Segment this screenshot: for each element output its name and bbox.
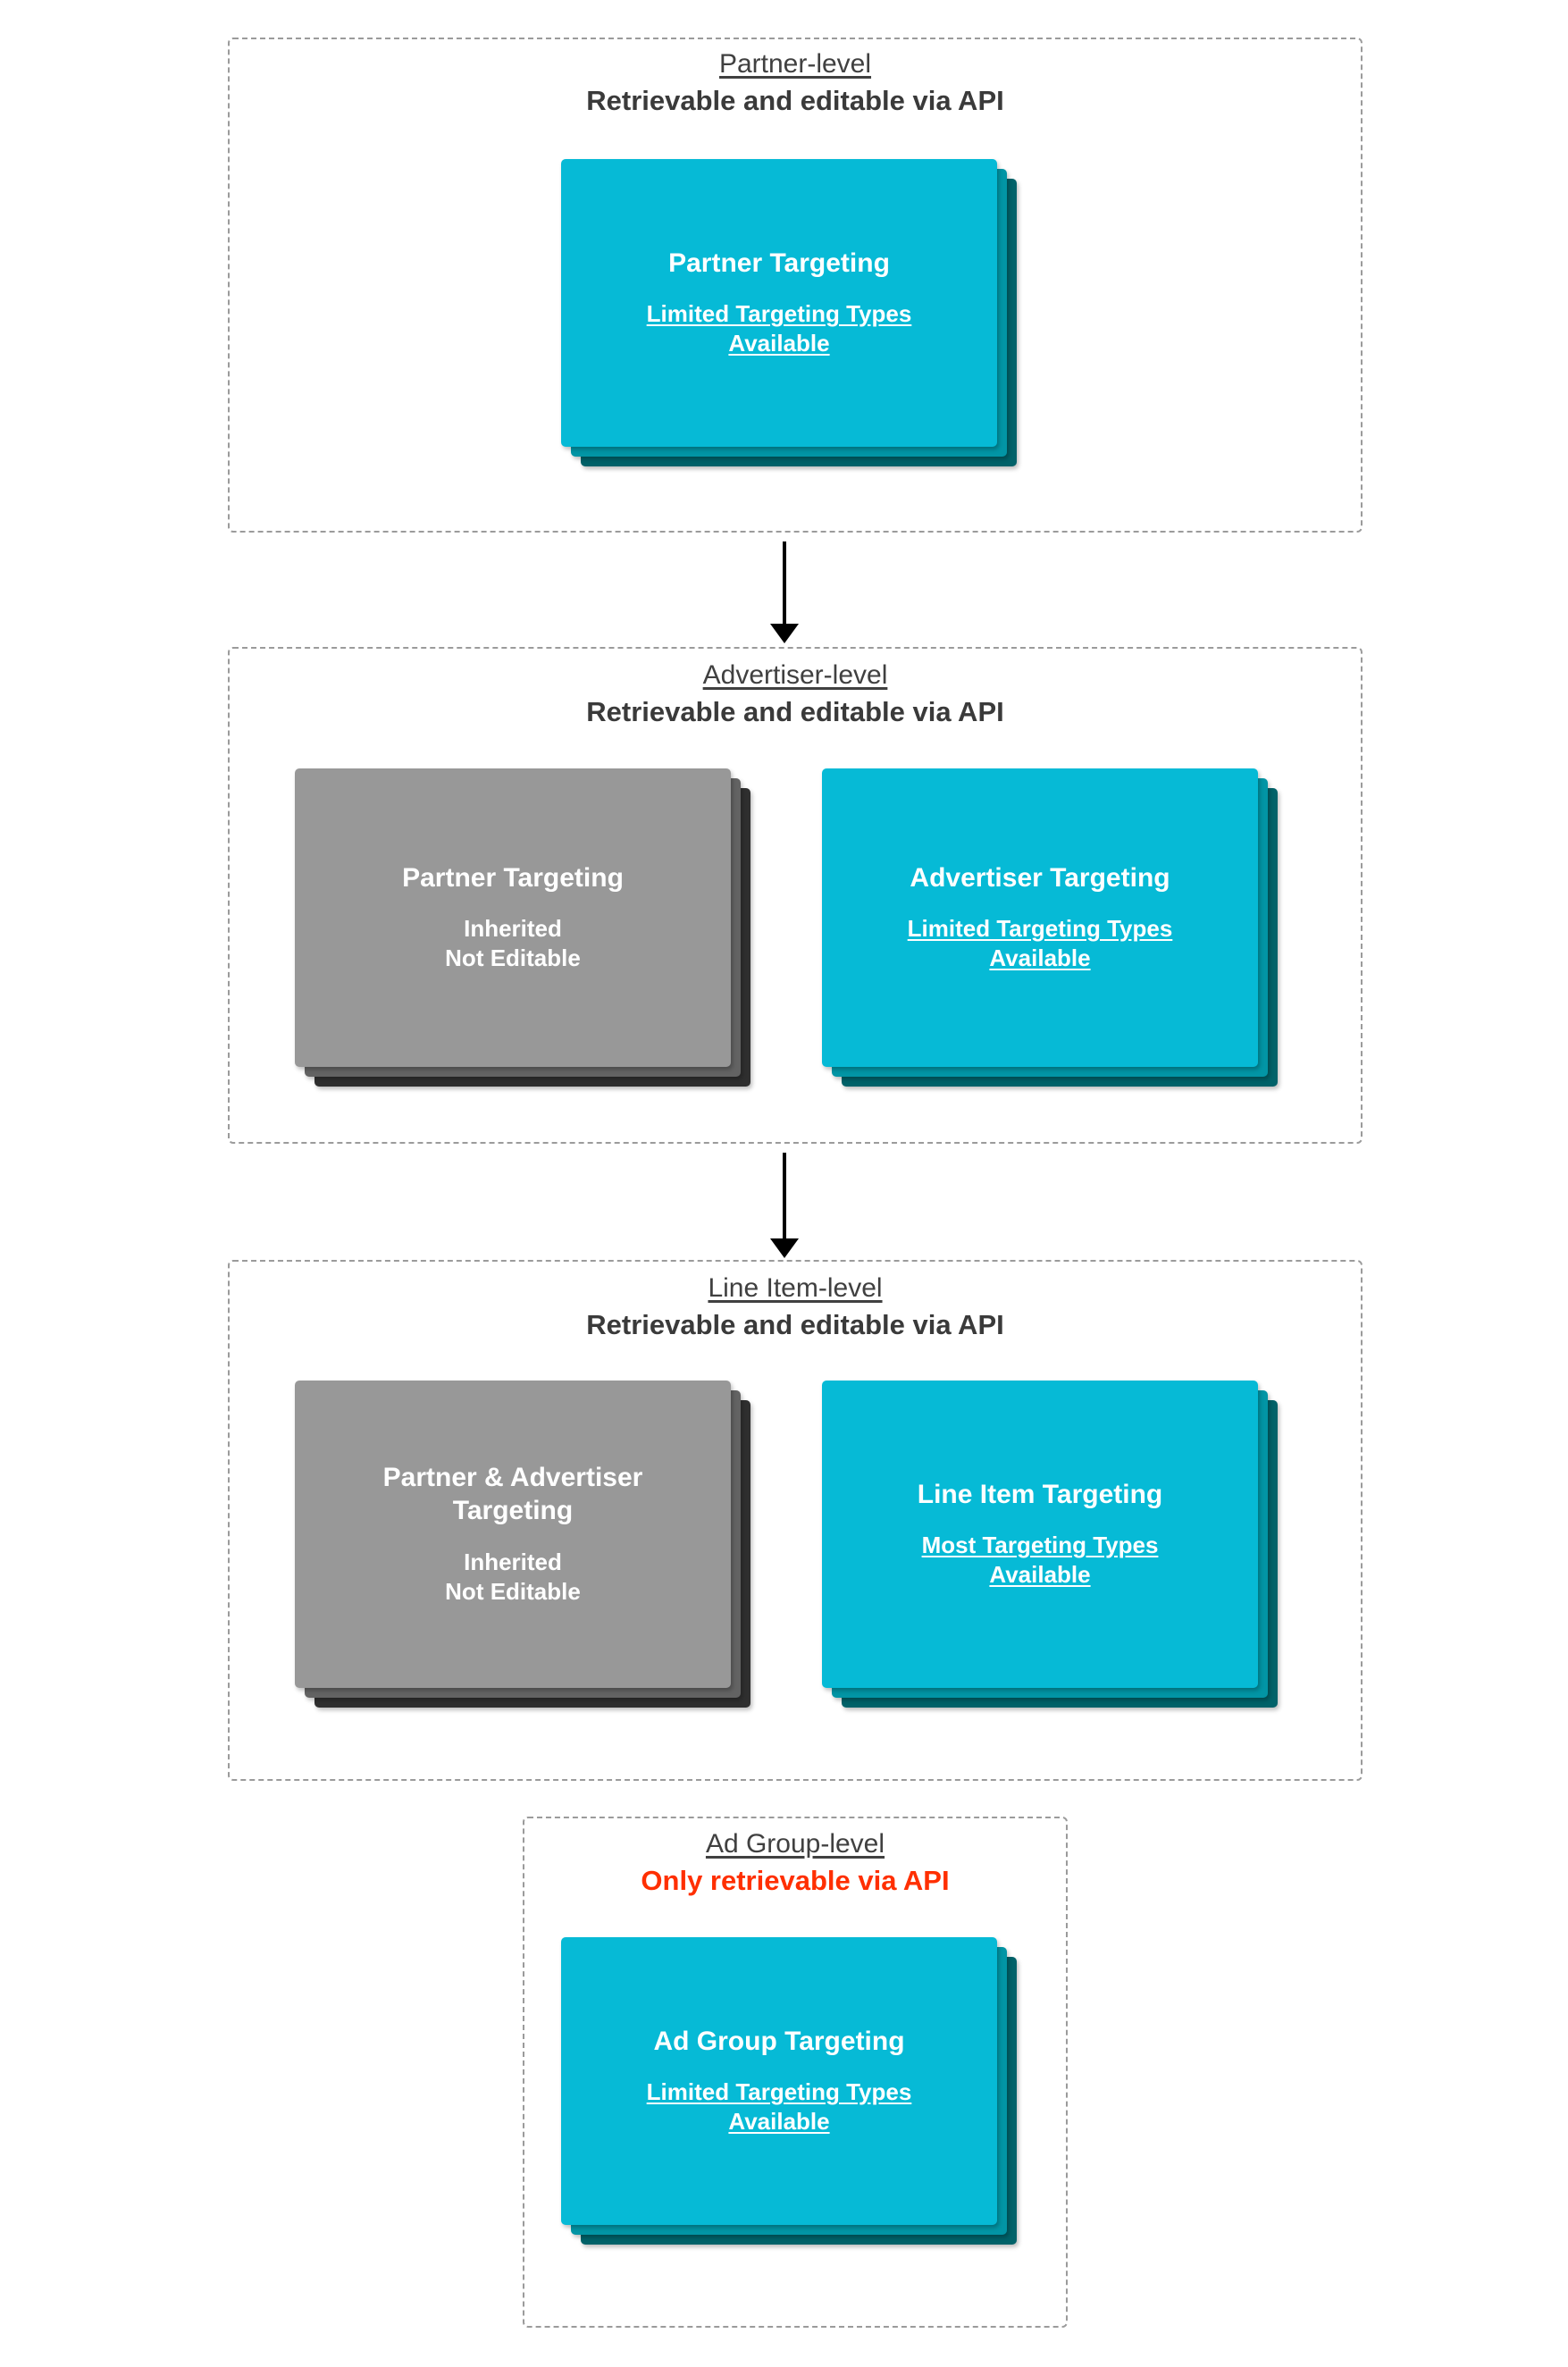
card-note: Inherited Not Editable [445, 1548, 581, 1605]
card-stack-ad-group-targeting[interactable]: Ad Group Targeting Limited Targeting Typ… [561, 1937, 1017, 2259]
card-title: Ad Group Targeting [653, 2026, 905, 2056]
card-layer-front: Advertiser Targeting Limited Targeting T… [822, 768, 1258, 1067]
card-body: Partner & Advertiser Targeting Inherited… [295, 1381, 731, 1688]
card-title: Line Item Targeting [917, 1479, 1163, 1509]
card-body: Advertiser Targeting Limited Targeting T… [822, 768, 1258, 1067]
level-box-partner [228, 38, 1363, 533]
connector-arrow-advertiser-to-line-item [768, 1153, 801, 1258]
card-body: Partner Targeting Limited Targeting Type… [561, 159, 997, 447]
card-stack-line-item-targeting[interactable]: Line Item Targeting Most Targeting Types… [822, 1381, 1278, 1738]
card-note: Limited Targeting Types Available [646, 300, 912, 357]
card-layer-front: Ad Group Targeting Limited Targeting Typ… [561, 1937, 997, 2225]
card-note: Limited Targeting Types Available [907, 915, 1173, 972]
arrow-head [770, 1238, 799, 1258]
card-title: Partner Targeting [668, 248, 890, 278]
card-stack-partner-targeting-inherited[interactable]: Partner Targeting Inherited Not Editable [295, 768, 750, 1119]
card-note: Limited Targeting Types Available [646, 2078, 912, 2136]
card-body: Ad Group Targeting Limited Targeting Typ… [561, 1937, 997, 2225]
card-body: Line Item Targeting Most Targeting Types… [822, 1381, 1258, 1688]
level-box-ad-group [523, 1817, 1068, 2328]
arrow-shaft [783, 1153, 786, 1240]
card-stack-advertiser-targeting[interactable]: Advertiser Targeting Limited Targeting T… [822, 768, 1278, 1119]
card-stack-partner-advertiser-targeting-inherited[interactable]: Partner & Advertiser Targeting Inherited… [295, 1381, 750, 1738]
card-layer-front: Line Item Targeting Most Targeting Types… [822, 1381, 1258, 1688]
card-title: Partner & Advertiser Targeting [382, 1463, 643, 1525]
arrow-shaft [783, 541, 786, 625]
card-title: Partner Targeting [402, 862, 624, 893]
card-stack-partner-targeting[interactable]: Partner Targeting Limited Targeting Type… [561, 159, 1017, 466]
card-layer-front: Partner & Advertiser Targeting Inherited… [295, 1381, 731, 1688]
connector-arrow-partner-to-advertiser [768, 541, 801, 643]
card-layer-front: Partner Targeting Inherited Not Editable [295, 768, 731, 1067]
card-note: Most Targeting Types Available [921, 1532, 1159, 1589]
card-layer-front: Partner Targeting Limited Targeting Type… [561, 159, 997, 447]
card-note: Inherited Not Editable [445, 915, 581, 972]
card-title: Advertiser Targeting [910, 862, 1170, 893]
level-box-line-item [228, 1260, 1363, 1781]
card-body: Partner Targeting Inherited Not Editable [295, 768, 731, 1067]
level-box-advertiser [228, 647, 1363, 1144]
arrow-head [770, 624, 799, 643]
